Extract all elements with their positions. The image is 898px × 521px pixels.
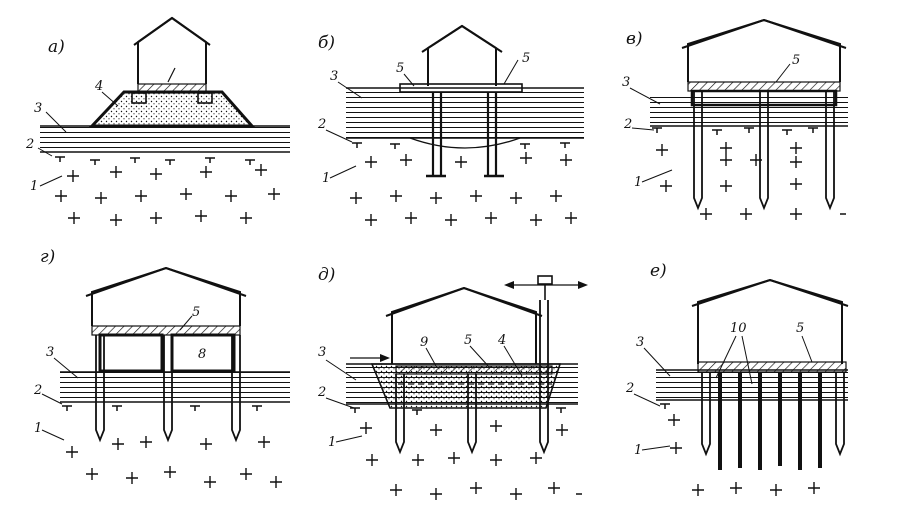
panel-v-clay-layer bbox=[650, 96, 848, 126]
panel-v: в) 5 3 2 1 bbox=[622, 18, 848, 220]
panel-g-letter: г) bbox=[40, 247, 55, 267]
panel-g-label-1: 1 bbox=[34, 421, 42, 436]
panel-v-label-3: 3 bbox=[622, 75, 630, 90]
panel-d-label-5: 5 bbox=[464, 333, 472, 348]
panel-d-label-9: 9 bbox=[420, 335, 428, 350]
panel-b: б) 5 5 3 2 1 bbox=[317, 24, 584, 226]
panel-e-label-3: 3 bbox=[636, 335, 644, 350]
panel-b-letter: б) bbox=[318, 33, 335, 53]
panel-e-dense-piles bbox=[718, 372, 822, 470]
panel-d-pile-driver-head bbox=[537, 275, 553, 285]
panel-a-clay-layer bbox=[40, 126, 290, 152]
panel-b-slab bbox=[399, 83, 523, 93]
panel-v-house bbox=[687, 18, 841, 82]
panel-b-label-5a: 5 bbox=[396, 61, 404, 76]
panel-d-label-4: 4 bbox=[497, 333, 506, 348]
panel-b-label-5b: 5 bbox=[522, 51, 530, 66]
panel-g-slab bbox=[91, 325, 241, 336]
panel-v-letter: в) bbox=[626, 29, 643, 49]
panel-b-label-3: 3 bbox=[330, 69, 338, 84]
panel-v-pile-2 bbox=[759, 91, 769, 211]
panel-e-house bbox=[697, 278, 843, 364]
panel-d-label-2: 2 bbox=[317, 385, 326, 400]
panel-a-slab bbox=[137, 83, 207, 94]
panel-e: е) 10 5 3 2 bbox=[625, 261, 849, 496]
panel-d-label-3: 3 bbox=[318, 345, 326, 360]
panel-g: г) 5 8 3 2 1 bbox=[33, 247, 290, 488]
panel-e-label-10: 10 bbox=[730, 321, 747, 336]
panel-e-slab bbox=[697, 361, 847, 373]
panel-b-label-2: 2 bbox=[317, 117, 326, 132]
panel-g-frame-left bbox=[98, 333, 164, 373]
panel-v-label-5: 5 bbox=[792, 53, 800, 68]
panel-a-label-2: 2 bbox=[25, 137, 34, 152]
panel-v-slab bbox=[687, 81, 841, 92]
panel-g-label-3: 3 bbox=[46, 345, 54, 360]
panel-v-pile-3 bbox=[825, 91, 835, 211]
panel-b-clay-layer bbox=[346, 88, 584, 138]
panel-v-label-1: 1 bbox=[634, 175, 642, 190]
panel-d-label-1: 1 bbox=[328, 435, 336, 450]
panel-d-house bbox=[391, 286, 537, 364]
panel-v-pile-1 bbox=[693, 91, 703, 211]
panel-e-label-1: 1 bbox=[634, 443, 642, 458]
panel-a-letter: а) bbox=[48, 37, 65, 57]
panel-e-label-2: 2 bbox=[625, 381, 634, 396]
panel-a-label-3: 3 bbox=[34, 101, 42, 116]
panel-b-label-1: 1 bbox=[322, 171, 330, 186]
panel-a-embankment bbox=[88, 90, 256, 128]
panel-a-peat-marks bbox=[55, 156, 255, 165]
panel-a-label-4: 4 bbox=[94, 79, 103, 94]
panel-d-sand-cushion bbox=[370, 363, 562, 409]
panel-b-house bbox=[427, 24, 497, 86]
panel-a: а) 4 3 2 1 bbox=[25, 16, 290, 226]
panel-g-house bbox=[91, 266, 241, 326]
panel-g-label-8: 8 bbox=[198, 347, 206, 362]
panel-g-clay-layer bbox=[60, 372, 290, 402]
panel-a-label-1: 1 bbox=[30, 179, 38, 194]
panel-g-label-2: 2 bbox=[33, 383, 42, 398]
panel-d-slab bbox=[395, 365, 553, 375]
panel-a-rock-marks bbox=[55, 164, 280, 226]
panel-d-letter: д) bbox=[318, 265, 335, 285]
panel-e-clay-layer bbox=[656, 370, 848, 400]
panel-g-label-5: 5 bbox=[192, 305, 200, 320]
panel-d: д) 9 5 4 3 bbox=[317, 265, 588, 500]
panel-e-letter: е) bbox=[650, 261, 667, 281]
panel-v-label-2: 2 bbox=[623, 117, 632, 132]
panel-e-label-5: 5 bbox=[796, 321, 804, 336]
